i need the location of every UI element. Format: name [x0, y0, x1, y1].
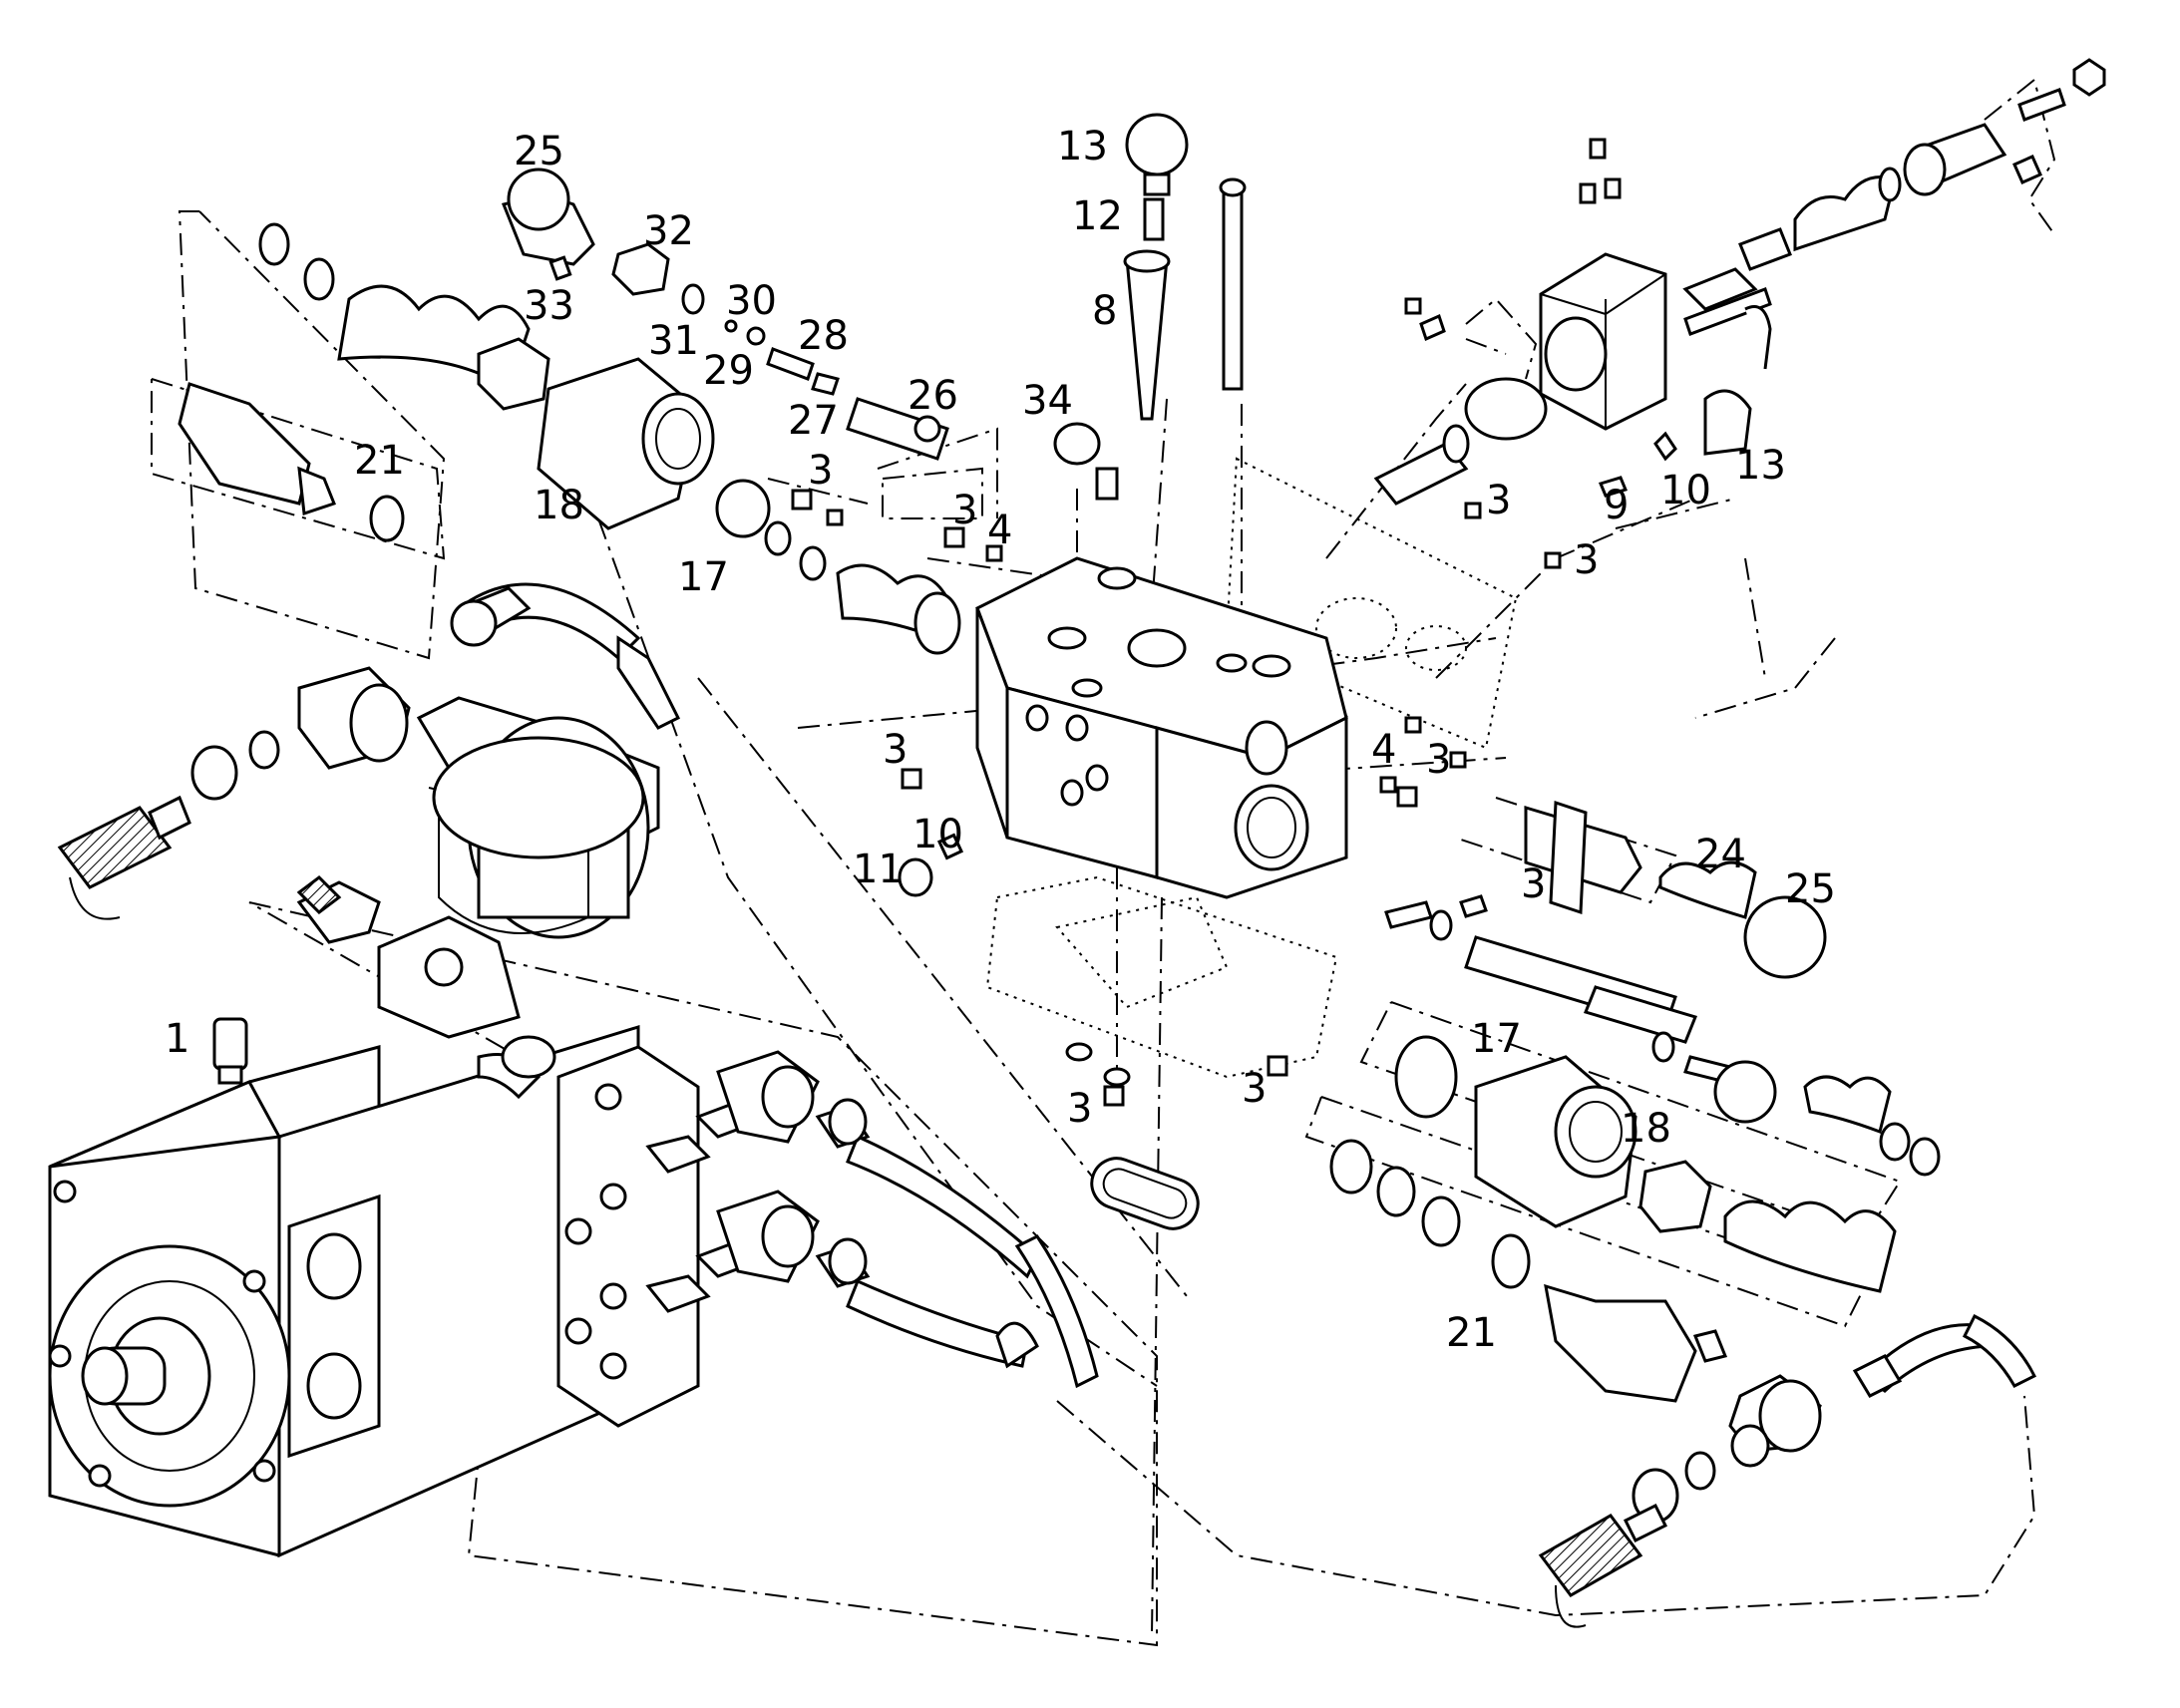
- right-lower-stack: [1329, 1035, 1941, 1403]
- callout-17: 17: [1471, 1016, 1522, 1062]
- callout-4: 4: [1371, 727, 1396, 773]
- callout-21: 21: [1446, 1310, 1497, 1356]
- hydraulic-motor: [48, 696, 700, 1558]
- left-hose-assembly: [57, 582, 681, 920]
- callout-26: 26: [908, 373, 958, 419]
- callout-12: 12: [1072, 193, 1123, 239]
- callout-11: 11: [853, 847, 904, 892]
- left-upper-valve-stack: [258, 168, 1003, 655]
- callout-8: 8: [1092, 288, 1117, 334]
- callout-3: 3: [1486, 478, 1511, 523]
- callout-24: 24: [1695, 832, 1746, 877]
- callout-21: 21: [354, 438, 405, 484]
- callout-3: 3: [1426, 737, 1451, 783]
- callout-3: 3: [883, 727, 908, 773]
- top-center-parts: [1053, 113, 1247, 501]
- callout-9: 9: [1604, 483, 1629, 528]
- valve-block: [975, 556, 1348, 899]
- callout-3: 3: [1067, 1086, 1092, 1132]
- callout-labels: 1 3 3 3 3 3 3 3 3 3 4 4 8 9 10 10 11 12 …: [165, 124, 1836, 1356]
- callout-25: 25: [514, 129, 564, 174]
- callout-1: 1: [165, 1016, 189, 1062]
- right-middle-stack: [1384, 716, 1827, 1084]
- callout-33: 33: [524, 283, 574, 329]
- callout-3: 3: [1574, 537, 1599, 583]
- callout-32: 32: [643, 208, 694, 254]
- callout-17: 17: [678, 554, 729, 600]
- callout-3: 3: [1242, 1066, 1267, 1112]
- misc-parts: [898, 768, 1418, 1369]
- callout-25: 25: [1785, 866, 1836, 912]
- motor-fittings: [645, 1050, 1099, 1389]
- callout-28: 28: [798, 313, 849, 359]
- callout-10: 10: [912, 812, 963, 857]
- callout-13: 13: [1057, 124, 1108, 170]
- right-hose-assembly: [1538, 1313, 2037, 1628]
- callout-13: 13: [1735, 443, 1786, 489]
- callout-29: 29: [703, 348, 754, 394]
- callout-27: 27: [788, 398, 839, 444]
- callout-31: 31: [648, 318, 699, 364]
- callout-18: 18: [1621, 1106, 1671, 1152]
- callout-3: 3: [952, 488, 977, 533]
- right-upper-assembly: [1373, 58, 2106, 569]
- callout-3: 3: [1521, 861, 1546, 907]
- left-cartridge: [178, 382, 405, 542]
- callout-10: 10: [1660, 468, 1711, 513]
- callout-4: 4: [987, 508, 1012, 553]
- callout-30: 30: [726, 278, 777, 324]
- callout-18: 18: [534, 483, 584, 528]
- callout-34: 34: [1022, 378, 1073, 424]
- gasket-outlines: [985, 457, 1518, 1079]
- callout-3: 3: [808, 448, 833, 494]
